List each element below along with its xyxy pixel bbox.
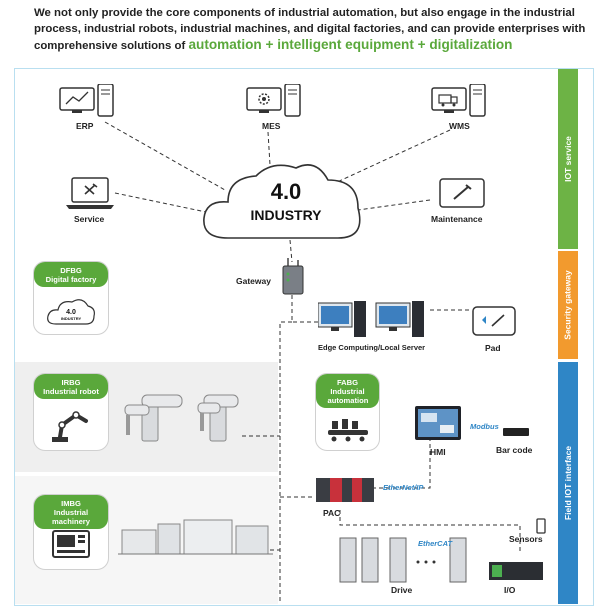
gateway-label: Gateway [236, 276, 271, 286]
line-gateway-field [279, 321, 292, 604]
ethernetip-label: EtherNet/IP [383, 483, 424, 492]
service-label: Service [74, 214, 105, 224]
io-label: I/O [504, 585, 516, 595]
wms-computer-icon [431, 84, 486, 117]
fabg-name: Industrial automation [327, 387, 369, 405]
mes-computer-icon [246, 84, 301, 117]
intro-highlight: automation + intelligent equipment + dig… [188, 37, 513, 53]
drive-label: Drive [391, 585, 413, 595]
line-erp-cloud [104, 121, 226, 191]
sidebar-security-gateway: Security gateway [558, 251, 578, 359]
machine-icon [44, 529, 98, 561]
mes-label: MES [262, 121, 281, 131]
modbus-label: Modbus [470, 422, 499, 431]
barcode-label: Bar code [496, 445, 533, 455]
line-maintenance-cloud [357, 199, 431, 211]
maintenance-tablet-icon [439, 178, 485, 208]
io-module-icon [489, 562, 543, 580]
imbg-name: Industrial machinery [52, 508, 90, 526]
dfbg-name: Digital factory [45, 275, 97, 284]
line-gateway-edge [291, 295, 318, 323]
pad-label: Pad [485, 343, 501, 353]
dfbg-code: DFBG [60, 266, 82, 275]
intro-text: We not only provide the core components … [34, 6, 594, 55]
imbg-code: IMBG [61, 499, 81, 508]
pad-icon [472, 306, 516, 336]
fabg-code: FABG [336, 378, 359, 387]
sensor-icon [536, 518, 546, 534]
scara-robot-icon [124, 394, 239, 442]
irbg-name: Industrial robot [43, 387, 99, 396]
sidebar-iot-service: IOT service [558, 69, 578, 249]
cloud-subtitle: INDUSTRY [250, 207, 322, 223]
diagram-frame [14, 68, 594, 606]
line-mes-cloud [267, 131, 271, 166]
barcode-scanner-icon [503, 428, 529, 436]
pac-controller-icon [316, 478, 374, 502]
erp-computer-icon [59, 84, 114, 117]
sidebar-field-iot: Field IOT interface [558, 362, 578, 604]
line-cloud-gateway [289, 239, 293, 263]
mini-cloud-title: 4.0 [66, 309, 76, 316]
hmi-panel-icon [415, 406, 461, 440]
ethercat-label: EtherCAT [418, 539, 453, 548]
line-pac-drives [339, 510, 521, 552]
erp-label: ERP [76, 121, 94, 131]
maintenance-label: Maintenance [431, 214, 483, 224]
intro-body: We not only provide the core components … [34, 7, 586, 53]
line-wms-cloud [334, 129, 451, 184]
service-laptop-icon [66, 177, 114, 209]
conveyor-icon [326, 418, 369, 442]
irbg-code: IRBG [61, 378, 81, 387]
wms-label: WMS [449, 121, 470, 131]
robot-arm-icon [44, 408, 98, 442]
machinery-line-icon [118, 519, 273, 555]
industry-cloud-icon [203, 164, 361, 239]
line-service-cloud [114, 192, 207, 213]
mini-cloud-subtitle: INDUSTRY [61, 316, 82, 321]
cloud-title: 4.0 [270, 179, 302, 204]
edge-label: Edge Computing/Local Server [318, 343, 426, 352]
drive-units-icon [339, 537, 467, 583]
pac-label: PAC [323, 508, 341, 518]
edge-server-icon [318, 301, 424, 337]
line-hmi-pac [350, 430, 431, 489]
gateway-device-icon [282, 258, 304, 295]
sensors-label: Sensors [509, 534, 543, 544]
dfbg-cloud-icon: 4.0 INDUSTRY [44, 296, 98, 326]
hmi-label: HMI [430, 447, 446, 457]
